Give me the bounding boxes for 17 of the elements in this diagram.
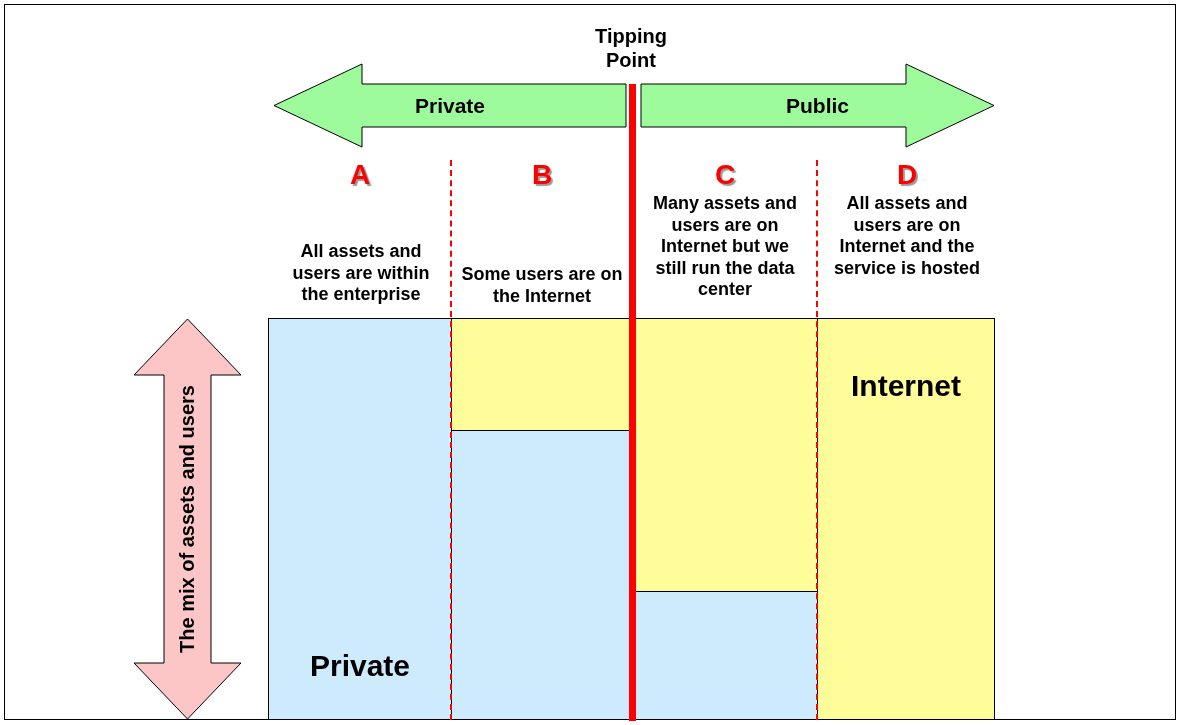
column-description: Some users are on the Internet <box>460 264 624 308</box>
region-box <box>268 318 452 720</box>
column-letter: C <box>713 158 737 192</box>
column-description: Many assets and users are on Internet but we still run the data center <box>651 193 799 301</box>
double-arrow <box>134 319 241 719</box>
arrow-label: Public <box>786 93 849 118</box>
region-box <box>817 318 995 720</box>
column-description: All assets and users are on Internet and the service is hosted <box>832 193 982 280</box>
axis-label: The mix of assets and users <box>176 385 199 653</box>
region-label: Private <box>309 649 411 684</box>
column-letter: D <box>895 158 919 192</box>
column-letter: A <box>348 158 372 192</box>
arrow-label: Private <box>414 93 485 118</box>
column-letter: B <box>530 158 554 192</box>
column-description: All assets and users are within the enterprise <box>291 241 431 306</box>
heading-label: Tipping Point <box>594 24 668 72</box>
region-label: Internet <box>851 368 961 403</box>
